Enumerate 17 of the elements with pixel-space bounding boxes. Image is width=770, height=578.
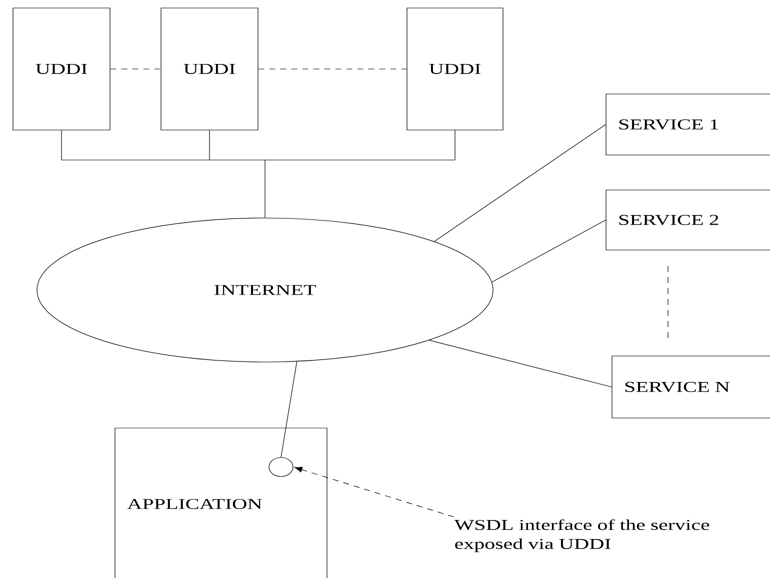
service-box: SERVICE 1: [606, 94, 770, 156]
uddi-box: UDDI: [12, 8, 110, 130]
uddi-box: UDDI: [406, 8, 504, 130]
connector-line: [258, 68, 407, 70]
connector-line: [110, 68, 161, 70]
connector-line: [492, 220, 606, 282]
application-box: APPLICATION: [114, 428, 328, 578]
connector-line: [428, 340, 612, 388]
connector-line: [280, 361, 298, 458]
uddi-box: UDDI: [160, 8, 258, 130]
connector-line: [434, 124, 606, 242]
connector-line: [61, 130, 456, 218]
service-box: SERVICE N: [612, 356, 770, 418]
note-text: WSDL interface of the service exposed via UDDI: [454, 519, 710, 552]
arrow: [294, 466, 454, 518]
service-box: SERVICE 2: [606, 190, 770, 250]
interface-circle: [268, 457, 294, 477]
